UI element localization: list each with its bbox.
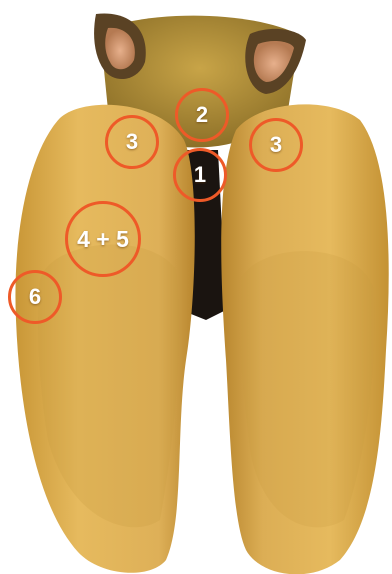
marker-3-right: 3 [249, 118, 303, 172]
marker-3-left-label: 3 [126, 129, 138, 155]
marker-3-left: 3 [105, 115, 159, 169]
marker-1-label: 1 [194, 162, 206, 188]
marker-2: 2 [175, 88, 229, 142]
marker-6: 6 [8, 270, 62, 324]
dewclaw-right [245, 29, 306, 94]
marker-4-5: 4 + 5 [65, 201, 141, 277]
marker-4-5-label: 4 + 5 [77, 226, 129, 253]
marker-3-right-label: 3 [270, 132, 282, 158]
marker-1: 1 [173, 148, 227, 202]
marker-6-label: 6 [29, 284, 41, 310]
marker-2-label: 2 [196, 102, 208, 128]
